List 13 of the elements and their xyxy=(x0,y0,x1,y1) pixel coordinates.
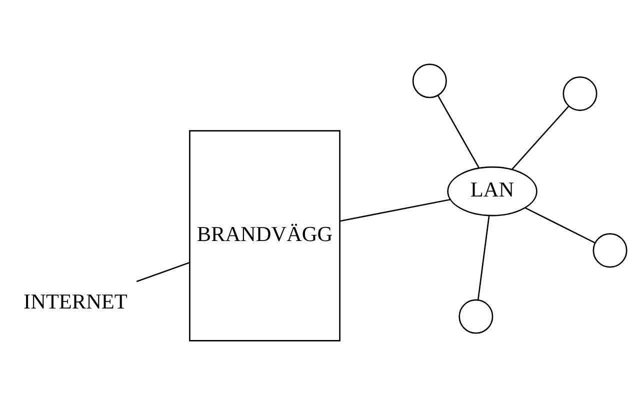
node-circle xyxy=(592,232,628,268)
connector xyxy=(512,106,569,170)
connector xyxy=(477,215,490,300)
connector xyxy=(438,95,480,168)
connector xyxy=(340,198,451,222)
node-circle xyxy=(458,298,494,334)
connector xyxy=(136,262,190,282)
node-text: INTERNET xyxy=(24,288,128,313)
connector xyxy=(524,206,596,243)
node-ellipse: LAN xyxy=(447,166,538,216)
node-box: BRANDVÄGG xyxy=(189,130,340,341)
node-circle xyxy=(412,63,447,98)
node-circle xyxy=(562,76,598,110)
